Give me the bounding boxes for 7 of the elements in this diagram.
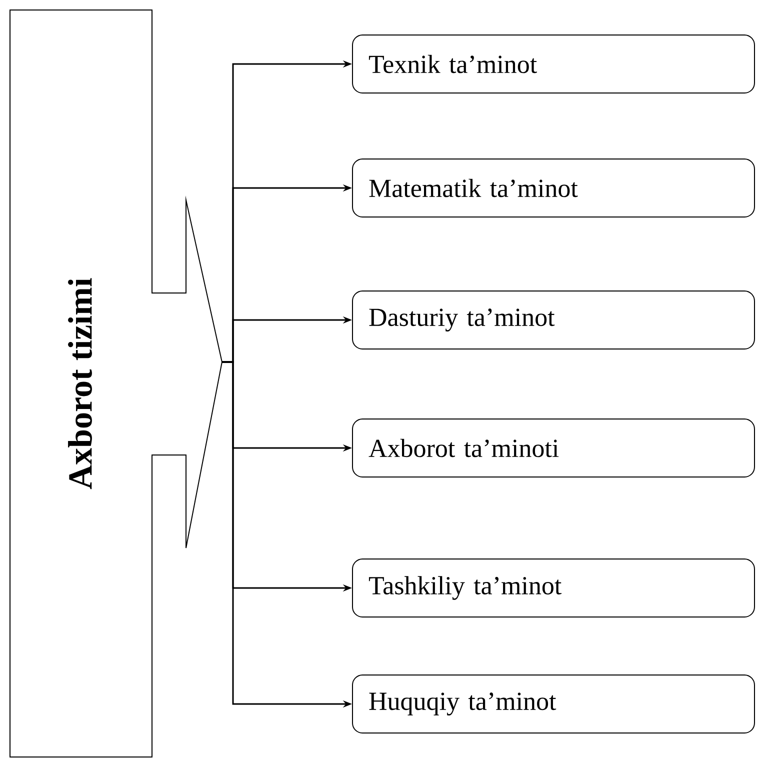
process-box: Tashkiliy ta’minot xyxy=(352,558,755,618)
process-box: Texnik ta’minot xyxy=(352,34,755,94)
process-box: Huquqiy ta’minot xyxy=(352,674,755,734)
process-box: Dasturiy ta’minot xyxy=(352,290,755,350)
callout-arrow-box: Axborot tizimi xyxy=(10,10,222,758)
process-box: Matematik ta’minot xyxy=(352,158,755,218)
process-box: Axborot ta’minoti xyxy=(352,418,755,478)
